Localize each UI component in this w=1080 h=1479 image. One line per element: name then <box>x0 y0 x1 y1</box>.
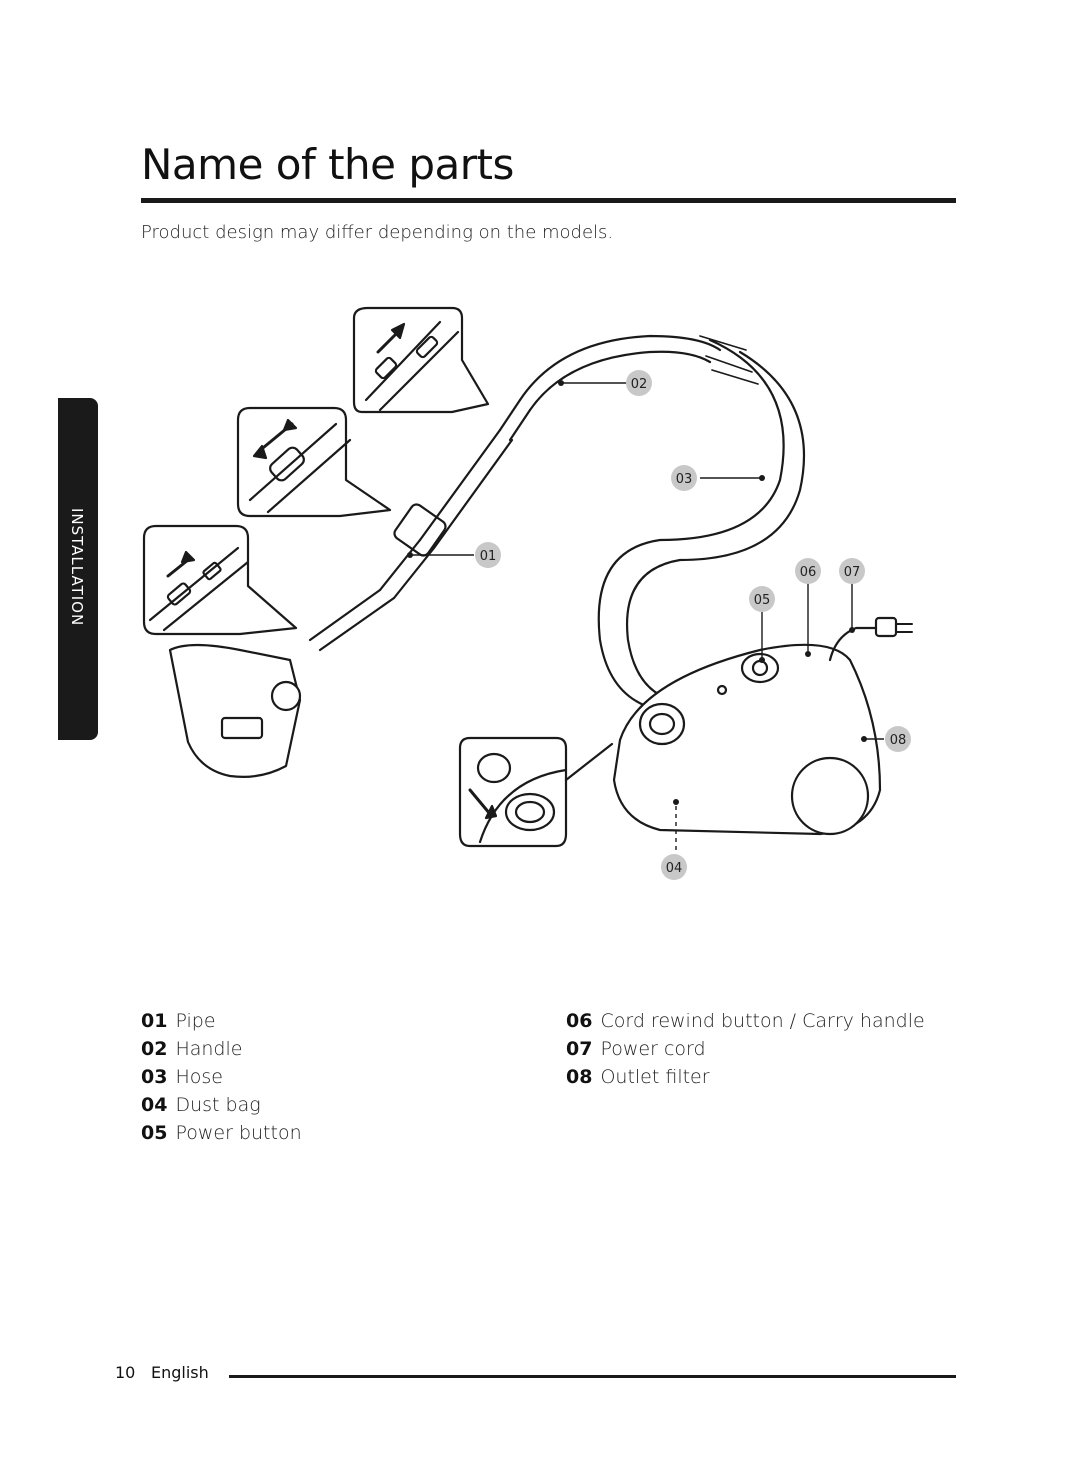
svg-text:03: 03 <box>676 472 693 487</box>
svg-text:02: 02 <box>631 377 648 392</box>
inset-telescopic <box>236 406 392 518</box>
inset-brush-connector <box>142 524 298 636</box>
leader-lines <box>410 382 884 852</box>
vacuum-diagram: 02 03 01 06 07 05 08 04 <box>142 306 913 880</box>
callout-08: 08 <box>885 726 911 752</box>
section-tab[interactable]: INSTALLATION <box>58 398 98 740</box>
footer-rule <box>229 1375 956 1378</box>
floor-brush <box>168 643 302 778</box>
callout-07: 07 <box>839 558 865 584</box>
hose <box>597 335 806 712</box>
inset-hose-inlet <box>458 736 614 848</box>
callout-05: 05 <box>749 586 775 612</box>
page-title: Name of the parts <box>141 140 514 189</box>
leader-dots <box>407 380 867 805</box>
svg-text:06: 06 <box>800 565 817 580</box>
svg-text:08: 08 <box>890 733 907 748</box>
canister <box>612 616 913 836</box>
svg-text:07: 07 <box>844 565 861 580</box>
callout-06: 06 <box>795 558 821 584</box>
callout-04: 04 <box>661 854 687 880</box>
callout-01: 01 <box>475 542 501 568</box>
svg-text:05: 05 <box>754 593 771 608</box>
title-rule <box>141 198 956 203</box>
page-subtitle: Product design may differ depending on t… <box>141 222 614 243</box>
page-number: 10 <box>115 1363 136 1382</box>
wand <box>308 334 722 652</box>
svg-text:01: 01 <box>480 549 497 564</box>
svg-text:04: 04 <box>666 861 683 876</box>
callout-02: 02 <box>626 370 652 396</box>
inset-handle <box>352 306 490 414</box>
callout-03: 03 <box>671 465 697 491</box>
footer-language: English <box>151 1363 209 1382</box>
